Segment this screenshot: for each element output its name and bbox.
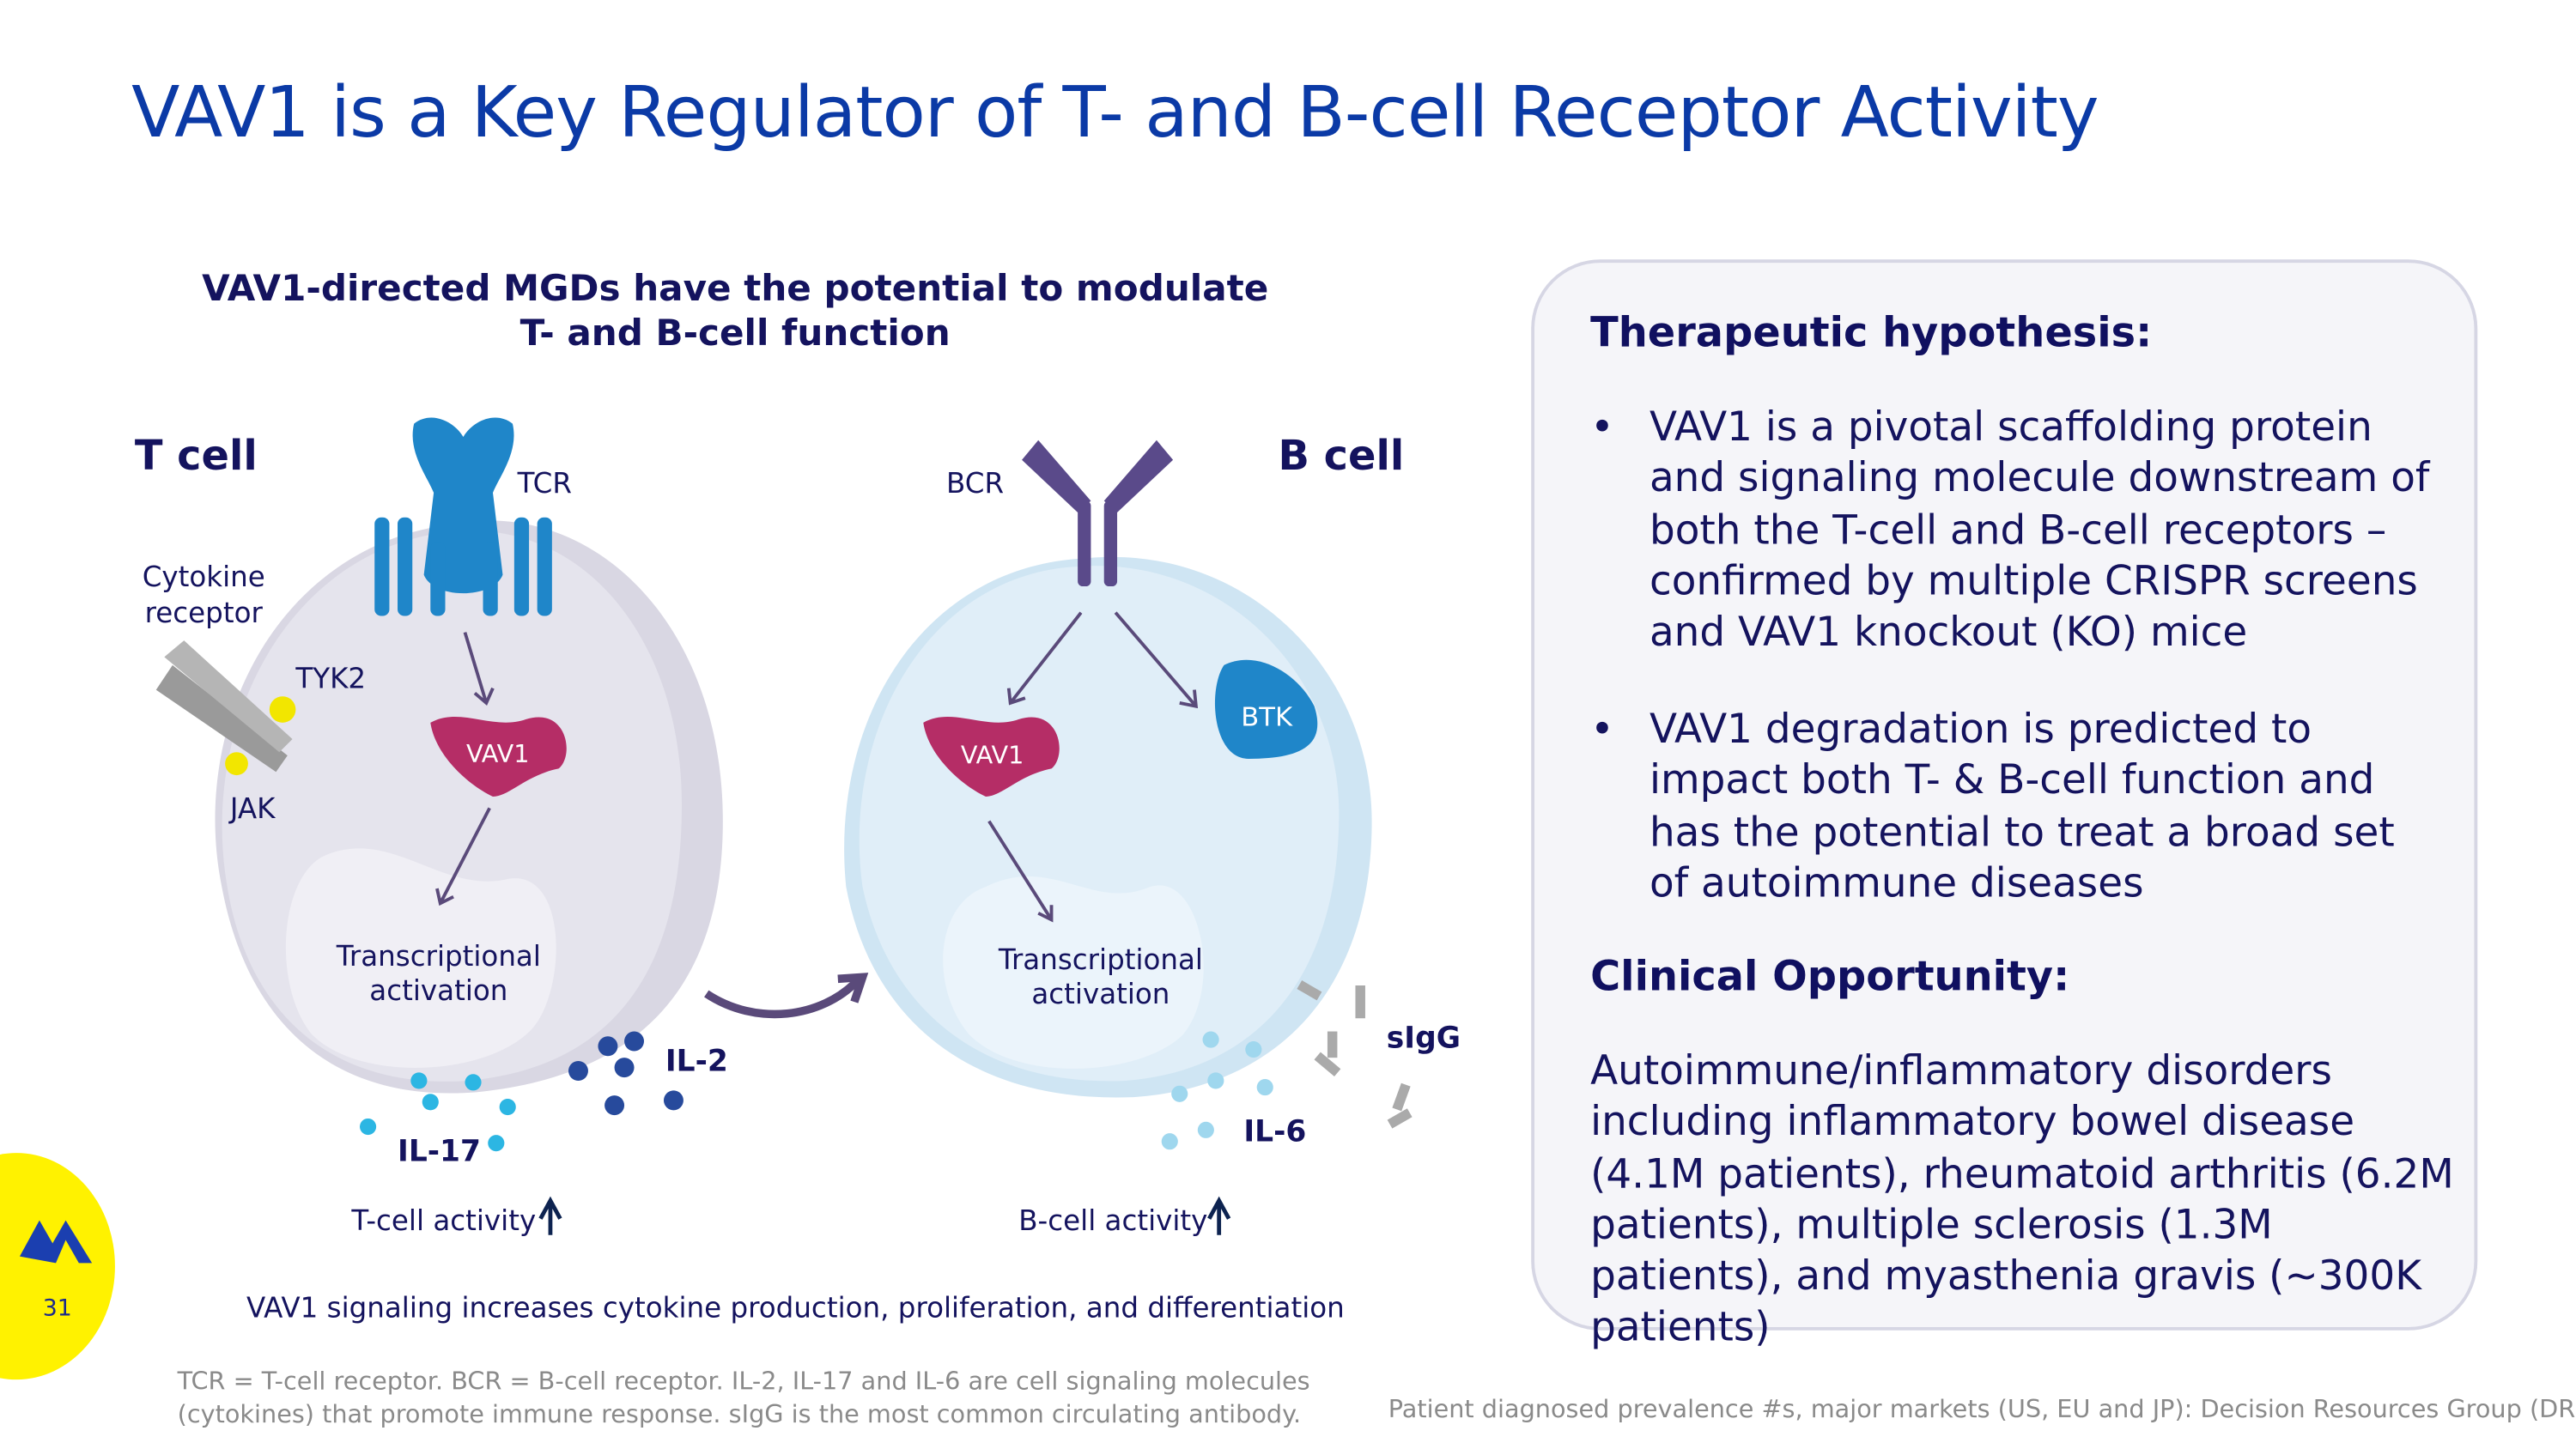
- jak-label: JAK: [228, 792, 276, 825]
- cytokine-receptor-label-1: Cytokine: [143, 561, 265, 593]
- b-cell-body: [844, 556, 1372, 1098]
- footnote: TCR = T-cell receptor. BCR = B-cell rece…: [178, 1365, 1327, 1431]
- vav1-label-b: VAV1: [961, 741, 1024, 770]
- page-number: 31: [42, 1295, 72, 1323]
- signaling-note: VAV1 signaling increases cytokine produc…: [246, 1292, 1345, 1326]
- il6-dots: [1161, 1031, 1273, 1150]
- clinical-opportunity-heading: Clinical Opportunity:: [1590, 952, 2070, 1001]
- cytokine-receptor-label-2: receptor: [145, 597, 264, 629]
- btk-label: BTK: [1241, 703, 1293, 733]
- bullet-item: • VAV1 degradation is predicted to impac…: [1590, 704, 2395, 906]
- tyk2-label: TYK2: [295, 663, 366, 695]
- bullet-icon: •: [1590, 402, 1614, 451]
- bullet-icon: •: [1590, 704, 1614, 753]
- subtitle-line-1: VAV1-directed MGDs have the potential to…: [202, 269, 1269, 311]
- vav1-protein-b: [923, 717, 1060, 797]
- btk-protein: [1214, 659, 1318, 759]
- cell-diagram: T cell TCR Cytokine receptor TYK2 JAK VA…: [135, 417, 1461, 1237]
- bcr-antibody-icon: [1022, 440, 1174, 587]
- therapeutic-hypothesis-heading: Therapeutic hypothesis:: [1590, 308, 2153, 357]
- clinical-opportunity-text: Autoimmune/inflammatory disorders includ…: [1590, 1046, 2454, 1351]
- subtitle-line-2: T- and B-cell function: [519, 313, 951, 355]
- tcr-label: TCR: [517, 467, 572, 500]
- company-logo-icon: [19, 1220, 93, 1264]
- il6-label: IL-6: [1243, 1115, 1306, 1149]
- il2-dots: [568, 1031, 683, 1116]
- sigg-label: sIgG: [1387, 1022, 1461, 1056]
- bcr-label: BCR: [946, 467, 1004, 500]
- slide-title: VAV1 is a Key Regulator of T- and B-cell…: [131, 72, 2099, 155]
- t-cell-body: [215, 520, 723, 1094]
- transition-arrow-icon: [704, 977, 861, 1019]
- cytokine-receptor-icon: [155, 640, 296, 776]
- b-cell-label: B cell: [1279, 433, 1405, 480]
- b-nucleus-label-1: Transcriptional: [998, 943, 1203, 976]
- t-nucleus-label-2: activation: [369, 974, 507, 1007]
- t-nucleus-label-1: Transcriptional: [336, 940, 541, 973]
- vav1-label-t: VAV1: [466, 739, 529, 768]
- t-cell-arrows: [435, 632, 495, 906]
- sigg-antibody-icons: [1297, 980, 1413, 1129]
- up-arrow-icon: [538, 1196, 562, 1235]
- hypothesis-panel: Therapeutic hypothesis: • VAV1 is a pivo…: [1531, 259, 2478, 1351]
- up-arrow-icon: [1207, 1196, 1231, 1235]
- b-nucleus-label-2: activation: [1031, 978, 1170, 1010]
- b-cell-arrows: [987, 611, 1199, 923]
- diagram-subtitle: VAV1-directed MGDs have the potential to…: [197, 268, 1273, 356]
- t-cell-activity-label: T-cell activity: [350, 1204, 536, 1237]
- footnote-line-1: TCR = T-cell receptor. BCR = B-cell rece…: [177, 1366, 1310, 1397]
- il17-label: IL-17: [398, 1135, 481, 1169]
- il2-label: IL-2: [665, 1044, 728, 1078]
- il17-dots: [360, 1072, 516, 1152]
- t-cell-label: T cell: [135, 433, 258, 480]
- footnote-line-2: (cytokines) that promote immune response…: [177, 1399, 1302, 1429]
- source-note: Patient diagnosed prevalence #s, major m…: [1388, 1394, 2576, 1424]
- bullet-item: • VAV1 is a pivotal scaffolding protein …: [1590, 402, 2430, 656]
- b-cell-activity-label: B-cell activity: [1018, 1204, 1207, 1237]
- vav1-protein-t: [430, 717, 567, 797]
- tcr-receptor-icon: [374, 417, 552, 616]
